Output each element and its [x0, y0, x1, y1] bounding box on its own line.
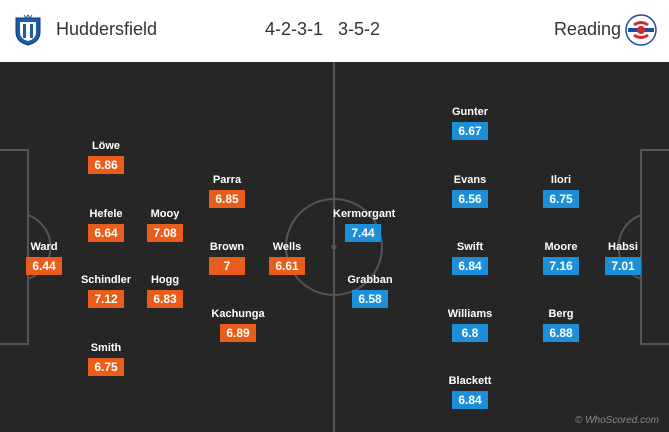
player-rating: 7.08 — [147, 224, 183, 242]
player-rating: 6.44 — [26, 257, 62, 275]
player-rating: 6.64 — [88, 224, 124, 242]
home-player-lowe[interactable]: Löwe 6.86 — [76, 140, 136, 174]
home-formation: 4-2-3-1 — [265, 19, 324, 39]
player-name: Schindler — [80, 274, 132, 286]
home-player-brown[interactable]: Brown 7 — [197, 241, 257, 275]
away-player-grabban[interactable]: Grabban 6.58 — [340, 274, 400, 308]
player-name: Ilori — [550, 174, 572, 186]
huddersfield-crest-icon — [15, 14, 41, 46]
away-player-swift[interactable]: Swift 6.84 — [440, 241, 500, 275]
player-rating: 6.85 — [209, 190, 245, 208]
player-rating: 6.75 — [88, 358, 124, 376]
home-player-wells[interactable]: Wells 6.61 — [257, 241, 317, 275]
player-name: Parra — [212, 174, 242, 186]
player-name: Habsi — [608, 241, 638, 253]
player-name: Hefele — [89, 208, 123, 220]
away-player-kermorgant[interactable]: Kermorgant 7.44 — [333, 208, 396, 242]
away-player-williams[interactable]: Williams 6.8 — [440, 308, 500, 342]
player-name: Kachunga — [211, 308, 265, 320]
player-rating: 6.84 — [452, 257, 488, 275]
home-player-ward[interactable]: Ward 6.44 — [14, 241, 74, 275]
player-rating: 6.67 — [452, 122, 488, 140]
player-name: Mooy — [150, 208, 180, 220]
player-rating: 6.83 — [147, 290, 183, 308]
player-name: Kermorgant — [333, 208, 396, 220]
player-rating: 6.89 — [220, 324, 256, 342]
player-name: Gunter — [451, 106, 489, 118]
home-player-schindler[interactable]: Schindler 7.12 — [76, 274, 136, 308]
away-player-moore[interactable]: Moore 7.16 — [531, 241, 591, 275]
home-player-kachunga[interactable]: Kachunga 6.89 — [208, 308, 268, 342]
player-rating: 6.84 — [452, 391, 488, 409]
player-rating: 6.86 — [88, 156, 124, 174]
player-rating: 6.58 — [352, 290, 388, 308]
away-player-berg[interactable]: Berg 6.88 — [531, 308, 591, 342]
player-name: Löwe — [91, 140, 121, 152]
whoscored-watermark: © WhoScored.com — [574, 415, 659, 426]
away-team-name[interactable]: Reading — [553, 19, 621, 39]
player-name: Hogg — [150, 274, 180, 286]
home-team-name[interactable]: Huddersfield — [56, 19, 158, 39]
pitch-markings — [0, 62, 669, 432]
away-formation: 3-5-2 — [338, 19, 381, 39]
player-name: Berg — [548, 308, 574, 320]
home-player-smith[interactable]: Smith 6.75 — [76, 342, 136, 376]
player-rating: 6.88 — [543, 324, 579, 342]
player-name: Blackett — [448, 375, 492, 387]
player-rating: 7.16 — [543, 257, 579, 275]
pitch: Ward 6.44 Löwe 6.86 Hefele 6.64 Schindle… — [0, 62, 669, 432]
away-player-evans[interactable]: Evans 6.56 — [440, 174, 500, 208]
player-rating: 6.56 — [452, 190, 488, 208]
away-player-habsi[interactable]: Habsi 7.01 — [593, 241, 653, 275]
away-player-gunter[interactable]: Gunter 6.67 — [440, 106, 500, 140]
reading-crest-icon — [625, 14, 657, 46]
player-rating: 7.01 — [605, 257, 641, 275]
away-player-ilori[interactable]: Ilori 6.75 — [531, 174, 591, 208]
player-rating: 6.8 — [452, 324, 488, 342]
match-header: Huddersfield 4-2-3-1 3-5-2 Reading — [0, 0, 669, 62]
home-player-mooy[interactable]: Mooy 7.08 — [135, 208, 195, 242]
player-name: Wells — [272, 241, 302, 253]
home-player-hefele[interactable]: Hefele 6.64 — [76, 208, 136, 242]
player-name: Swift — [456, 241, 484, 253]
home-player-parra[interactable]: Parra 6.85 — [197, 174, 257, 208]
away-player-blackett[interactable]: Blackett 6.84 — [440, 375, 500, 409]
player-rating: 7.12 — [88, 290, 124, 308]
player-name: Evans — [453, 174, 487, 186]
player-name: Moore — [544, 241, 578, 253]
player-name: Grabban — [347, 274, 393, 286]
player-rating: 7.44 — [345, 224, 381, 242]
player-name: Brown — [209, 241, 245, 253]
home-player-hogg[interactable]: Hogg 6.83 — [135, 274, 195, 308]
player-name: Smith — [90, 342, 122, 354]
player-name: Williams — [447, 308, 493, 320]
player-rating: 6.75 — [543, 190, 579, 208]
player-rating: 6.61 — [269, 257, 305, 275]
player-name: Ward — [30, 241, 58, 253]
player-rating: 7 — [209, 257, 245, 275]
